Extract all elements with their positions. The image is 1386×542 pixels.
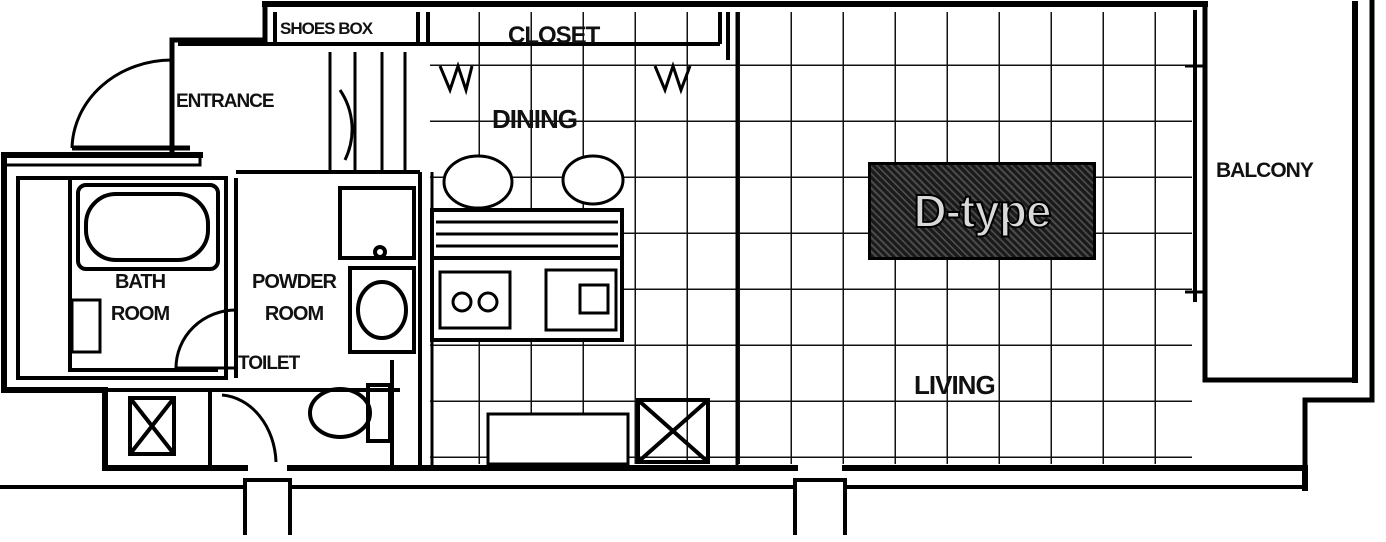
bathtub-icon [76, 183, 220, 271]
type-badge: D-type [868, 162, 1096, 260]
dining-chair-icon [442, 154, 625, 210]
balcony-window [1185, 64, 1205, 294]
powder-room-label-line1: POWDER [252, 271, 337, 293]
shoes-box-shelves [328, 52, 407, 170]
toilet-label: TOILET [238, 353, 300, 374]
bath-room-label-line2: ROOM [110, 303, 170, 325]
fridge-area [486, 412, 630, 466]
toilet-door [221, 393, 278, 463]
dining-label: DINING [492, 104, 578, 134]
type-badge-text: D-type [912, 184, 1052, 238]
bath-door [174, 308, 237, 370]
shaft-box-icon [128, 396, 710, 464]
toilet-icon [308, 383, 392, 443]
kitchen-counter [430, 208, 624, 342]
stove-icon [438, 270, 512, 330]
sink-icon [544, 268, 618, 332]
outer-walls [0, 0, 1375, 491]
powder-room-label-line2: ROOM [264, 303, 324, 325]
bottom-doors [243, 478, 847, 535]
shoes-box-label: SHOES BOX [280, 19, 373, 38]
balcony-label: BALCONY [1216, 159, 1314, 182]
entrance-door [70, 58, 174, 149]
bath-room-label-line1: BATH [114, 271, 166, 293]
closet-doors [438, 61, 692, 96]
closet-label: CLOSET [508, 22, 600, 49]
bath-fixture-icon [70, 298, 102, 354]
washer-icon [338, 186, 416, 354]
interior-walls [4, 12, 739, 468]
entrance-label: ENTRANCE [176, 91, 275, 112]
living-label: LIVING [914, 370, 996, 400]
